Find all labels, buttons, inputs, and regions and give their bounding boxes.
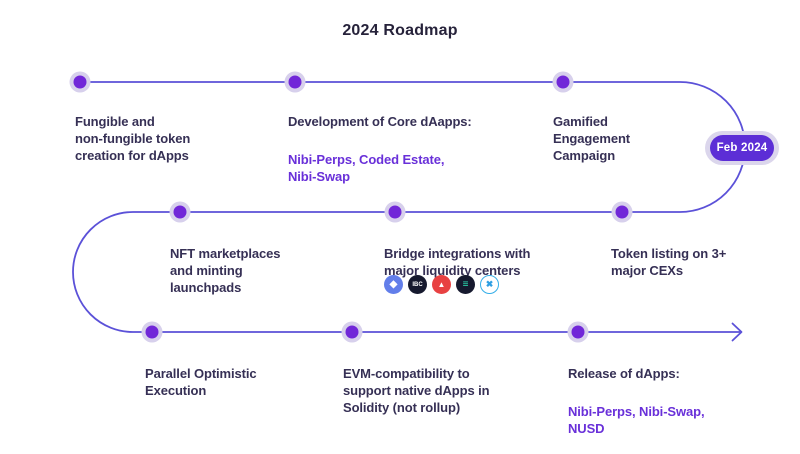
timeline-path	[72, 81, 746, 333]
arrow-icon	[731, 322, 743, 342]
milestone-text: Release of dApps:	[568, 365, 680, 381]
date-badge: Feb 2024	[710, 135, 774, 161]
milestone-release-dapps: Release of dApps: Nibi-Perps, Nibi-Swap,…	[568, 349, 705, 454]
milestone-token-listing: Token listing on 3+ major CEXs	[611, 229, 726, 297]
milestone-dot	[284, 71, 306, 93]
milestone-subtext: Nibi-Perps, Coded Estate, Nibi-Swap	[288, 151, 445, 184]
milestone-text: Fungible and non-fungible token creation…	[75, 113, 191, 163]
milestone-text: Parallel Optimistic Execution	[145, 365, 257, 398]
avalanche-icon: ▲	[432, 275, 451, 294]
milestone-token-creation: Fungible and non-fungible token creation…	[75, 97, 190, 181]
milestone-parallel-execution: Parallel Optimistic Execution	[145, 349, 257, 417]
milestone-dot	[384, 201, 406, 223]
bridge-chain-icons: ◆ IBC ▲ ≡ ✖	[384, 275, 499, 294]
solana-icon: ≡	[456, 275, 475, 294]
milestone-dot	[341, 321, 363, 343]
milestone-dot	[552, 71, 574, 93]
milestone-nft-marketplaces: NFT marketplaces and minting launchpads	[170, 229, 281, 313]
milestone-dot	[69, 71, 91, 93]
date-badge-ring: Feb 2024	[705, 131, 779, 165]
milestone-dot	[141, 321, 163, 343]
milestone-text: Development of Core dAapps:	[288, 113, 472, 129]
milestone-dot	[169, 201, 191, 223]
milestone-text: NFT marketplaces and minting launchpads	[170, 245, 281, 295]
axelar-icon: ✖	[480, 275, 499, 294]
milestone-core-dapps: Development of Core dAapps: Nibi-Perps, …	[288, 97, 472, 202]
milestone-bridge-integrations: Bridge integrations with major liquidity…	[384, 229, 530, 297]
ibc-icon: IBC	[408, 275, 427, 294]
milestone-dot	[567, 321, 589, 343]
ethereum-icon: ◆	[384, 275, 403, 294]
milestone-dot	[611, 201, 633, 223]
milestone-gamified-campaign: Gamified Engagement Campaign	[553, 97, 630, 181]
milestone-text: Token listing on 3+ major CEXs	[611, 245, 727, 278]
milestone-subtext: Nibi-Perps, Nibi-Swap, NUSD	[568, 403, 705, 436]
milestone-text: EVM-compatibility to support native dApp…	[343, 365, 490, 415]
milestone-evm-compatibility: EVM-compatibility to support native dApp…	[343, 349, 490, 433]
page-title: 2024 Roadmap	[342, 22, 458, 39]
milestone-text: Gamified Engagement Campaign	[553, 113, 631, 163]
milestone-text: Bridge integrations with major liquidity…	[384, 245, 531, 278]
